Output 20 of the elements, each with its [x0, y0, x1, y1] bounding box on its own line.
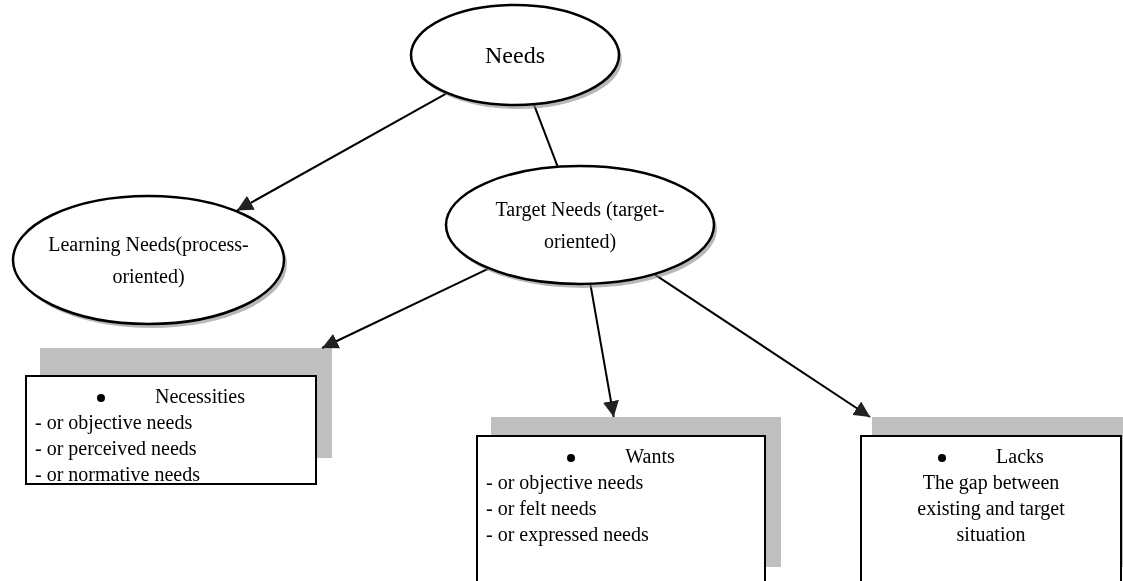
arrow: [654, 273, 872, 418]
text-box: [25, 375, 317, 485]
arrow: [236, 92, 448, 212]
node-label: Needs: [485, 40, 545, 70]
box-text: - or felt needs: [486, 497, 597, 519]
box-heading: Lacks: [996, 445, 1044, 467]
box-text: - or objective needs: [486, 471, 644, 493]
node-label: Learning Needs(process-oriented): [47, 232, 250, 289]
box-heading: Wants: [625, 445, 675, 467]
box-text: - or normative needs: [35, 463, 200, 485]
box-text: - or expressed needs: [486, 523, 649, 545]
box-text: - or objective needs: [35, 411, 193, 433]
node-label: Target Needs (target-oriented): [494, 197, 666, 255]
arrow: [321, 267, 489, 349]
arrow: [589, 283, 619, 418]
text-box: [476, 435, 766, 581]
box-text: The gap between existing and target situation: [917, 471, 1065, 545]
box-text: - or perceived needs: [35, 437, 197, 459]
box-heading: Necessities: [155, 385, 245, 407]
text-box: [860, 435, 1122, 581]
